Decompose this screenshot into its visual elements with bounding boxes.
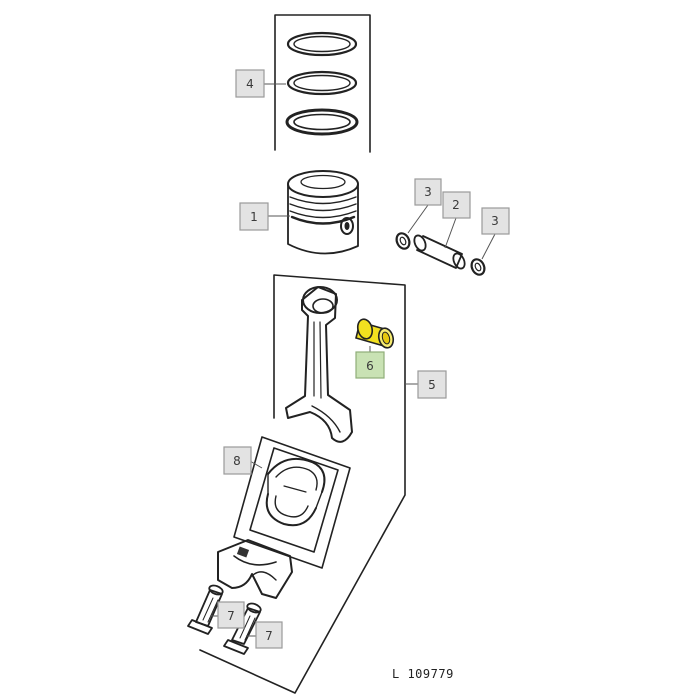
pin-bushing[interactable]	[355, 318, 396, 352]
rod-bolt-left[interactable]	[187, 584, 224, 635]
label-piston-pin[interactable]: 2	[442, 191, 471, 219]
label-piston[interactable]: 1	[239, 202, 269, 231]
svg-text:1: 1	[250, 210, 258, 224]
piston-ring-1[interactable]	[286, 31, 358, 57]
svg-text:3: 3	[424, 185, 432, 199]
connecting-rod[interactable]	[285, 286, 353, 443]
svg-text:4: 4	[246, 77, 254, 91]
label-rod-bolt-right[interactable]: 7	[255, 621, 283, 649]
svg-text:8: 8	[233, 454, 241, 468]
label-rod-bearing[interactable]: 8	[223, 446, 252, 475]
label-rod-bolt-left[interactable]: 7	[217, 601, 245, 629]
piston-ring-2[interactable]	[286, 70, 358, 96]
svg-text:5: 5	[428, 378, 436, 392]
snap-ring-left[interactable]	[394, 204, 429, 251]
piston-pin[interactable]	[412, 217, 467, 270]
label-connecting-rod[interactable]: 5	[417, 370, 447, 399]
piston[interactable]	[268, 170, 359, 255]
label-snap-ring-left[interactable]: 3	[414, 178, 442, 206]
label-piston-rings[interactable]: 4	[235, 69, 265, 98]
svg-text:7: 7	[227, 609, 235, 623]
svg-text:3: 3	[491, 214, 499, 228]
piston-rings-group	[264, 14, 371, 153]
rod-cap[interactable]	[217, 539, 293, 599]
piston-ring-3[interactable]	[285, 108, 359, 136]
connecting-rod-frame	[199, 274, 418, 694]
rod-bearing[interactable]	[265, 458, 326, 527]
svg-text:7: 7	[265, 629, 273, 643]
svg-text:6: 6	[366, 359, 374, 373]
label-snap-ring-right[interactable]: 3	[481, 207, 510, 235]
label-pin-bushing[interactable]: 6	[355, 351, 385, 379]
snap-ring-right[interactable]	[469, 233, 496, 277]
drawing-number: L 109779	[392, 667, 454, 681]
rod-bolt-right[interactable]	[223, 602, 262, 655]
svg-text:2: 2	[452, 198, 460, 212]
rod-bearing-group	[233, 436, 351, 569]
